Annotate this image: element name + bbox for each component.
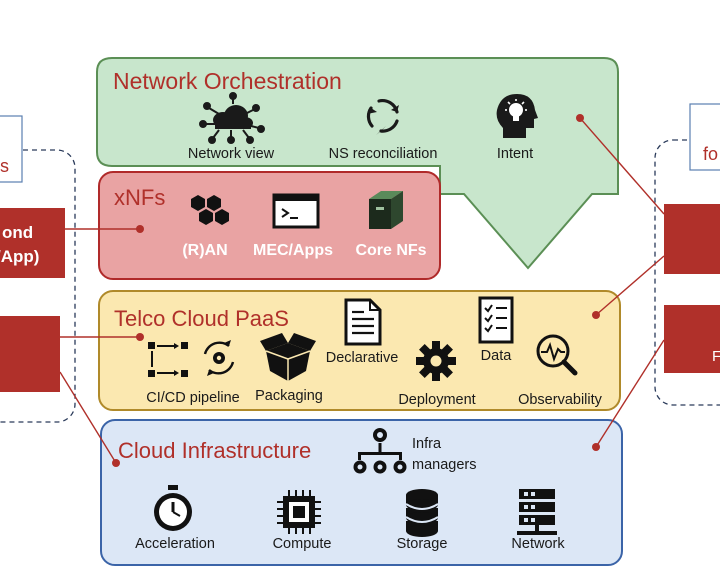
left-panel: s ond /App) (0, 115, 76, 423)
right-panel: fo F (654, 103, 720, 406)
gear-icon (416, 341, 456, 381)
connector-right-to-paas (595, 255, 665, 316)
connector-right-to-infra (595, 339, 665, 448)
connector-dot (592, 311, 600, 319)
magnifier-pulse-icon (536, 334, 578, 376)
xnfs-layer (98, 171, 441, 280)
item-cicd-label: CI/CD pipeline (146, 390, 240, 406)
connector-dot (112, 459, 120, 467)
item-acceleration-label: Acceleration (135, 536, 215, 552)
connector-dot (136, 225, 144, 233)
connector-dot (136, 333, 144, 341)
item-network-view-label: Network view (188, 146, 275, 162)
cycle-arrows-icon (366, 99, 399, 135)
org-chart-icon (353, 428, 407, 474)
connector-dot (592, 443, 600, 451)
connector-lines (59, 117, 665, 464)
sync-gear-icon (203, 340, 235, 376)
cloud-network-icon (199, 92, 265, 144)
xnfs-title: xNFs (114, 185, 165, 210)
connector-left-to-infra (59, 371, 117, 464)
paas-title: Telco Cloud PaaS (114, 306, 289, 331)
item-mec-apps-label: MEC/Apps (253, 242, 333, 259)
open-box-icon (260, 333, 316, 381)
database-icon (405, 489, 439, 537)
infra-layer (100, 419, 623, 566)
item-ns-reconciliation-label: NS reconciliation (329, 146, 438, 162)
right-title-partial: fo (703, 144, 718, 164)
item-intent-label: Intent (497, 146, 533, 162)
item-deployment-label: Deployment (398, 392, 475, 408)
orchestration-title: Network Orchestration (113, 68, 342, 94)
item-storage-label: Storage (397, 536, 448, 552)
connector-dot (576, 114, 584, 122)
right-red-box-2 (664, 305, 720, 373)
pipeline-icon (148, 342, 188, 377)
item-declarative-label: Declarative (326, 350, 399, 366)
right-dashed-container (654, 139, 720, 406)
stopwatch-icon (154, 485, 192, 531)
connector-dots (112, 114, 600, 467)
terminal-window-icon (272, 193, 320, 229)
left-red-box-1-line2: /App) (0, 247, 39, 266)
hexagons-icon (191, 195, 229, 225)
left-red-box-1-line1: ond (2, 223, 33, 242)
item-network-label: Network (511, 536, 565, 552)
checklist-icon (478, 296, 514, 344)
item-data-label: Data (481, 348, 513, 364)
left-title-partial: s (0, 156, 9, 176)
item-ran-label: (R)AN (182, 242, 227, 259)
item-observability-label: Observability (518, 392, 603, 408)
item-infra-managers-label-line1: Infra (412, 436, 442, 452)
cube-icon (369, 191, 403, 229)
chip-icon (277, 490, 321, 534)
server-rack-icon (517, 489, 557, 535)
right-red-box-1 (664, 204, 720, 274)
right-red-box-2-text: F (712, 348, 720, 365)
item-infra-managers-label-line2: managers (412, 457, 476, 473)
infra-title: Cloud Infrastructure (118, 438, 311, 463)
item-core-nfs-label: Core NFs (355, 242, 426, 259)
connector-right-to-orchestration (579, 117, 665, 215)
right-title-box (689, 103, 720, 171)
item-compute-label: Compute (273, 536, 332, 552)
head-lightbulb-icon (496, 94, 538, 138)
document-icon (344, 298, 382, 346)
left-red-box-1 (0, 208, 65, 278)
item-packaging-label: Packaging (255, 388, 323, 404)
left-title-box (0, 115, 23, 183)
left-red-box-2 (0, 316, 60, 392)
